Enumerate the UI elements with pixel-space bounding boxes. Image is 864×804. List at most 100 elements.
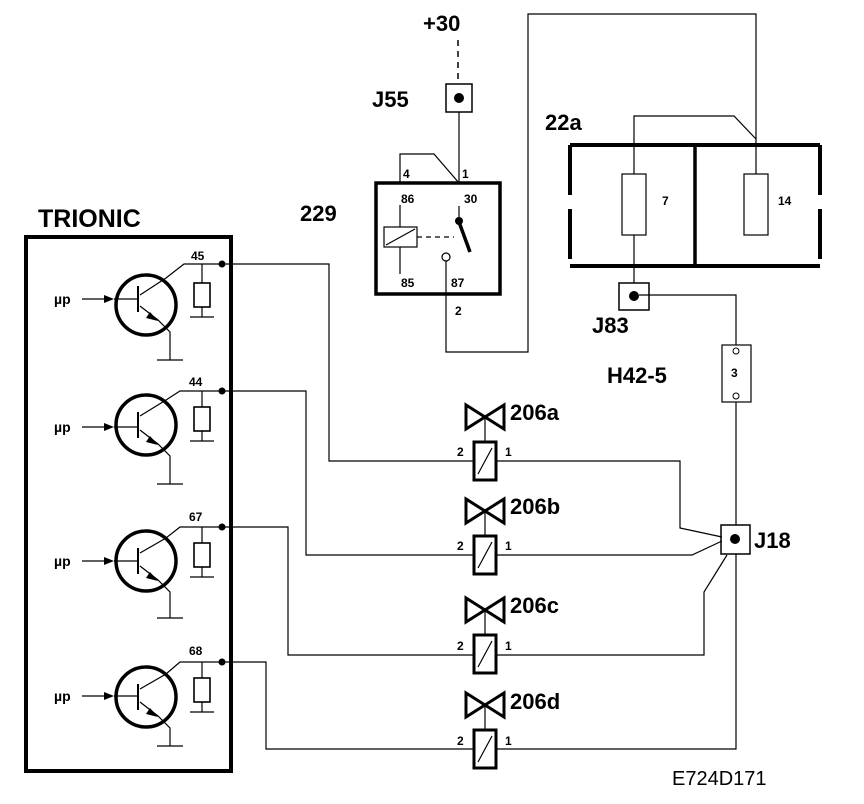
resistor-45 [193,282,211,308]
fuse-7 [621,173,647,236]
transistor-67-emitter-arrow [146,572,158,581]
up-label: µp [54,419,71,435]
fuse-7-label: 7 [662,194,669,208]
h42-top-terminal [732,347,740,355]
ecu-output-stage-45: µp 45 [54,249,226,361]
solenoid-206b-diagonal [477,541,493,569]
h42-bottom-terminal [732,392,740,400]
wire-206b-to-j18 [497,540,723,556]
relay-pin-86: 86 [401,192,415,206]
relay-pin-4: 4 [403,167,410,181]
transistor-44-collector [139,390,222,417]
transistor-45-collector [139,263,222,296]
relay-pin-1: 1 [462,167,469,181]
input-arrowhead [104,557,114,565]
wire-206c-to-j18 [497,554,728,656]
transistor-45-emitter-arrow [146,312,158,321]
j83-label: J83 [592,313,629,338]
relay-pin-85: 85 [401,276,415,290]
up-label: µp [54,553,71,569]
j18-node [730,534,740,544]
wire-45-to-206a [222,263,474,462]
j83-node [629,291,639,301]
relay-coil-diagonal [385,228,416,246]
supply-label: +30 [423,11,460,36]
fuse-box-internal-bus [633,115,757,174]
transistor-44-emitter [139,429,171,484]
fuse-14 [743,173,769,236]
transistor-68-collector [139,661,222,690]
fuse-14-label: 14 [778,194,792,208]
relay-id: 229 [300,201,337,226]
resistor-44 [193,406,211,432]
transistor-68-emitter [139,701,171,746]
j55-label: J55 [372,87,409,112]
valve-206d-pin2: 2 [457,734,464,748]
relay-pin-30: 30 [464,192,478,206]
relay-pin-87: 87 [451,276,465,290]
ecu-title: TRIONIC [38,205,141,233]
ecu-output-stage-44: µp 44 [54,375,226,485]
output-pin-68: 68 [189,644,203,658]
transistor-67-collector [139,526,222,554]
wire-206d-to-j18 [497,554,737,750]
ecu-output-stage-68: µp 68 [54,644,226,747]
valve-206c-id: 206c [510,593,559,618]
solenoid-206c-diagonal [477,640,493,668]
valve-206c-pin1: 1 [505,639,512,653]
transistor-44-emitter-arrow [146,436,158,445]
h42-label: H42-5 [607,363,667,388]
output-pin-44: 44 [189,375,203,389]
valve-206d-id: 206d [510,689,560,714]
valve-206a-pin2: 2 [457,445,464,459]
input-arrowhead [104,423,114,431]
wire-67-to-206c [222,526,474,656]
valve-206d: 206d 2 1 [457,689,560,770]
relay-pin-2: 2 [455,304,462,318]
valve-206c-pin2: 2 [457,639,464,653]
diagram-code: E724D171 [672,768,767,790]
input-arrowhead [104,295,114,303]
relay-box [374,181,502,296]
valve-206b-id: 206b [510,494,560,519]
relay-contact-87 [441,252,451,262]
valve-206a-id: 206a [510,400,560,425]
solenoid-206a-diagonal [477,447,493,475]
valve-206a: 206a 2 1 [457,400,560,482]
valve-206c: 206c 2 1 [457,593,559,675]
j83-to-h42-wire [639,294,737,345]
transistor-45 [114,273,178,337]
h42-pin-label: 3 [731,366,738,380]
ecu-box [24,235,233,773]
relay-output-wire [445,13,757,353]
transistor-67-emitter [139,565,171,618]
valve-206a-pin1: 1 [505,445,512,459]
resistor-68 [193,677,211,703]
transistor-44 [114,393,178,457]
transistor-45-emitter [139,305,171,360]
fuse-box-id: 22a [545,110,582,135]
valve-206b-pin2: 2 [457,539,464,553]
output-pin-45: 45 [191,249,205,263]
j18-label: J18 [754,528,791,553]
wire-44-to-206b [222,390,474,556]
h42-fuse [721,344,752,403]
j55-node [454,93,464,103]
ecu-output-stage-67: µp 67 [54,510,226,619]
resistor-67 [193,542,211,568]
relay-switch-blade [457,221,472,253]
transistor-68-emitter-arrow [146,708,158,717]
up-label: µp [54,291,71,307]
valve-206b-pin1: 1 [505,539,512,553]
solenoid-206d-diagonal [477,735,493,763]
valve-206d-pin1: 1 [505,734,512,748]
wire-206a-to-j18 [497,460,723,538]
transistor-68 [114,665,178,729]
relay-pin4-wire [399,153,460,184]
valve-206b: 206b 2 1 [457,494,560,576]
up-label: µp [54,688,71,704]
wire-68-to-206d [222,661,474,750]
output-pin-67: 67 [189,510,203,524]
input-arrowhead [104,692,114,700]
